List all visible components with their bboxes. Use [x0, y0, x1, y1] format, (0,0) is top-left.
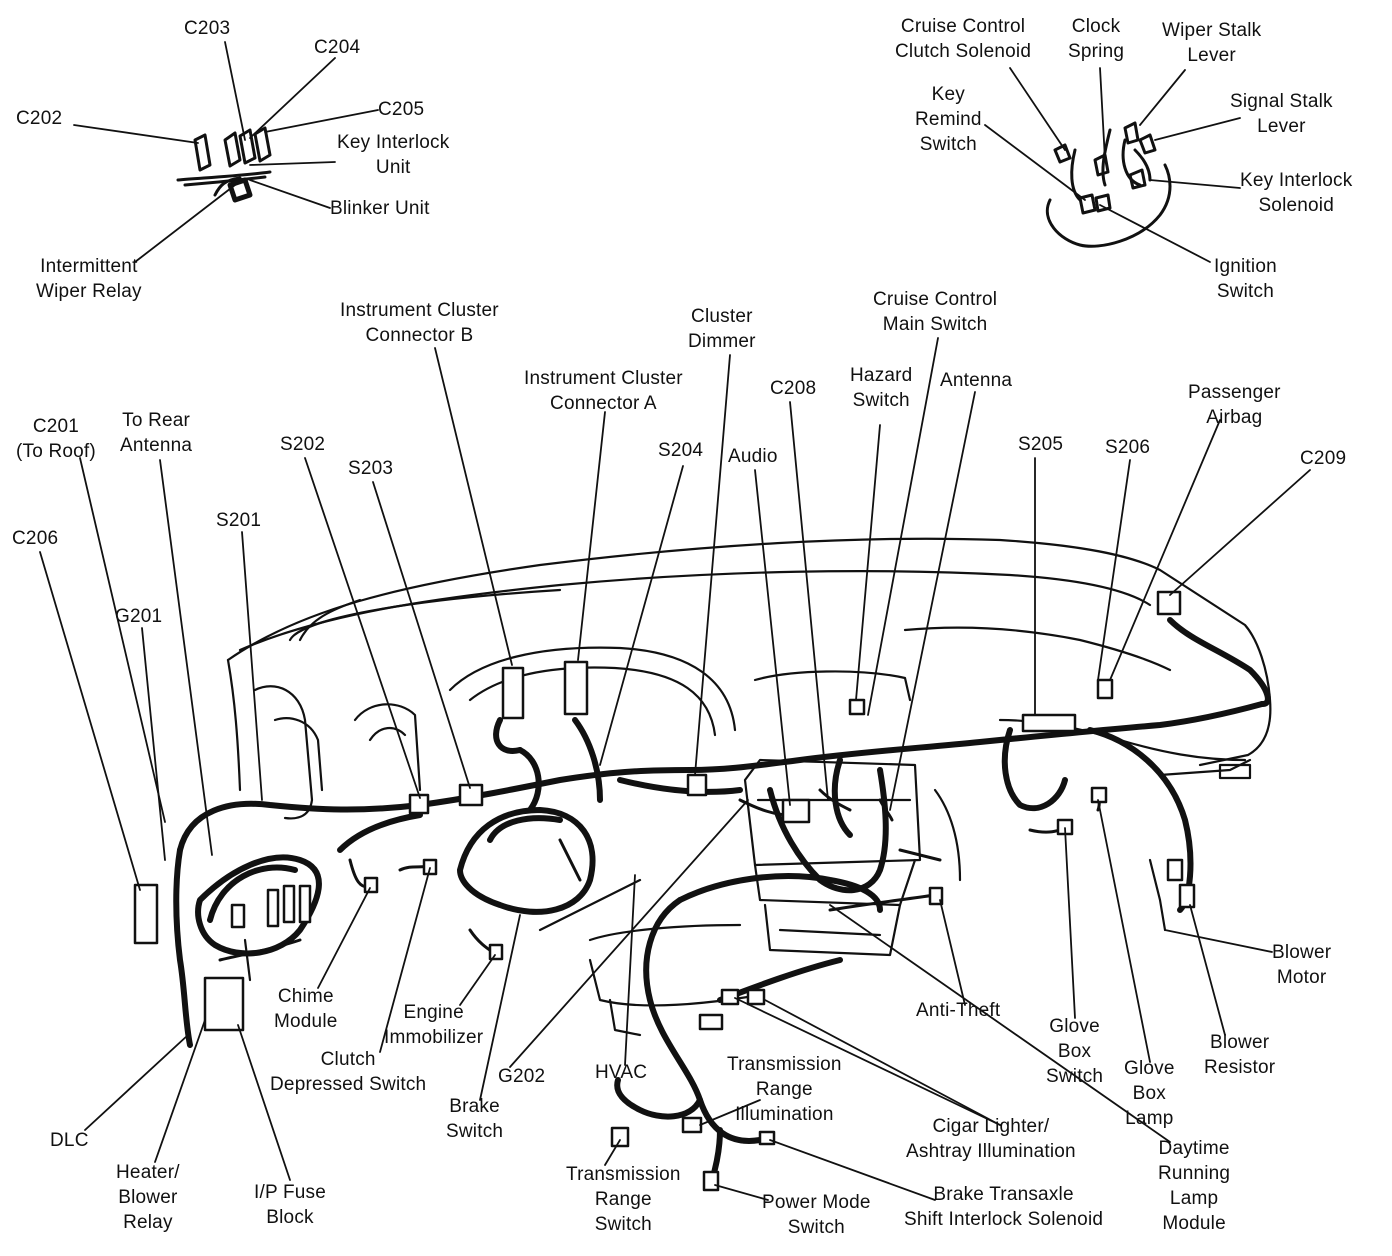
label-c204: C204 [314, 37, 361, 58]
hazard-connector-body [848, 698, 866, 716]
label-passenger-airbag: Passenger Airbag [1188, 382, 1281, 428]
label-anti-theft: Anti-Theft [916, 1000, 1001, 1021]
leader-lines [39, 41, 1311, 1201]
anti-theft-body [928, 886, 944, 906]
label-instrument-cluster-connector-a: Instrument Cluster Connector A [524, 368, 683, 414]
label-glove-box-switch: Glove Box Switch [1046, 1016, 1104, 1087]
label-transmission-range-switch: Transmission Range Switch [566, 1164, 681, 1235]
label-antenna: Antenna [940, 370, 1013, 391]
label-c203: C203 [184, 18, 231, 39]
label-instrument-cluster-connector-b: Instrument Cluster Connector B [340, 300, 499, 346]
blower-motor-body [1166, 858, 1184, 882]
label-cruise-control-clutch-solenoid: Cruise Control Clutch Solenoid [895, 16, 1032, 62]
relay-pack-2 [282, 884, 296, 924]
label-chime-module: Chime Module [274, 986, 338, 1032]
label-key-interlock-solenoid: Key Interlock Solenoid [1240, 170, 1353, 216]
label-glove-box-lamp: Glove Box Lamp [1124, 1058, 1175, 1129]
label-blower-motor: Blower Motor [1272, 942, 1332, 988]
label-signal-stalk-lever: Signal Stalk Lever [1230, 91, 1333, 137]
s205-body [1021, 713, 1077, 733]
label-clutch-depressed-switch: Clutch Depressed Switch [270, 1049, 427, 1095]
label-transmission-range-illumination: Transmission Range Illumination [727, 1054, 842, 1125]
immobilizer-body [488, 943, 504, 961]
relay-pack-4 [230, 903, 246, 929]
relay-pack-1 [266, 888, 280, 928]
label-c202: C202 [16, 108, 63, 129]
clutch-switch-body [422, 858, 438, 876]
label-s205: S205 [1018, 434, 1064, 455]
label-audio: Audio [728, 446, 778, 467]
connector-a-body [563, 660, 589, 716]
label-c201: C201 (To Roof) [16, 416, 96, 462]
label-s206: S206 [1105, 437, 1151, 458]
label-dlc: DLC [50, 1130, 89, 1151]
label-key-remind-switch: Key Remind Switch [915, 84, 982, 155]
label-s204: S204 [658, 440, 704, 461]
label-cluster-dimmer: Cluster Dimmer [688, 306, 756, 352]
label-g201: G201 [115, 606, 163, 627]
power-mode-body [702, 1170, 720, 1192]
fuse-block-body [203, 976, 245, 1032]
glove-lamp-body [1090, 786, 1108, 804]
label-power-mode-switch: Power Mode Switch [762, 1192, 871, 1238]
label-engine-immobilizer: Engine Immobilizer [384, 1002, 484, 1048]
label-blinker-unit: Blinker Unit [330, 198, 430, 219]
label-c205: C205 [378, 99, 425, 120]
label-s203: S203 [348, 458, 394, 479]
label-ignition-switch: Ignition Switch [1214, 256, 1277, 302]
label-s201: S201 [216, 510, 262, 531]
label-heater-blower-relay: Heater/ Blower Relay [116, 1162, 180, 1233]
label-hvac: HVAC [595, 1062, 648, 1083]
label-key-interlock-unit: Key Interlock Unit [337, 132, 450, 178]
s203-body [458, 783, 484, 807]
label-cruise-control-main-switch: Cruise Control Main Switch [873, 289, 998, 335]
label-c209: C209 [1300, 448, 1347, 469]
label-hazard-switch: Hazard Switch [850, 365, 913, 411]
label-c208: C208 [770, 378, 817, 399]
label-brake-switch: Brake Switch [446, 1096, 504, 1142]
label-ip-fuse-block: I/P Fuse Block [254, 1182, 327, 1228]
connector-b-body [501, 666, 525, 720]
label-brake-transaxle-shift-interlock-solenoid: Brake Transaxle Shift Interlock Solenoid [904, 1184, 1104, 1230]
hvac-body [698, 1013, 724, 1031]
label-daytime-running-lamp-module: Daytime Running Lamp Module [1158, 1138, 1231, 1234]
label-clock-spring: Clock Spring [1068, 16, 1125, 62]
cigar-body [720, 988, 740, 1006]
cigar-body-2 [746, 988, 766, 1006]
dimmer-body [686, 773, 708, 797]
relay-pack-3 [298, 884, 312, 924]
c209-body [1156, 590, 1182, 616]
label-cigar-lighter: Cigar Lighter/ Ashtray Illumination [906, 1116, 1076, 1162]
brake-solenoid-body [758, 1130, 776, 1146]
label-wiper-stalk-lever: Wiper Stalk Lever [1162, 20, 1262, 66]
secondary-wiring [218, 788, 1101, 962]
column-assembly-left [176, 126, 272, 203]
label-to-rear-antenna: To Rear Antenna [120, 410, 193, 456]
label-g202: G202 [498, 1066, 546, 1087]
label-intermittent-wiper-relay: Intermittent Wiper Relay [36, 256, 142, 302]
chime-body [363, 876, 379, 894]
trs-connector-body [610, 1126, 630, 1148]
tri-connector-body [681, 1116, 703, 1134]
steering-column-components [1045, 121, 1172, 248]
dashboard-outline [226, 537, 1272, 1037]
label-blower-resistor: Blower Resistor [1204, 1032, 1276, 1078]
label-c206: C206 [12, 528, 59, 549]
c206-body [133, 883, 159, 945]
label-s202: S202 [280, 434, 326, 455]
audio-connector-body [781, 798, 811, 824]
airbag-connector-body [1096, 678, 1114, 700]
blower-resistor-body [1178, 883, 1196, 909]
